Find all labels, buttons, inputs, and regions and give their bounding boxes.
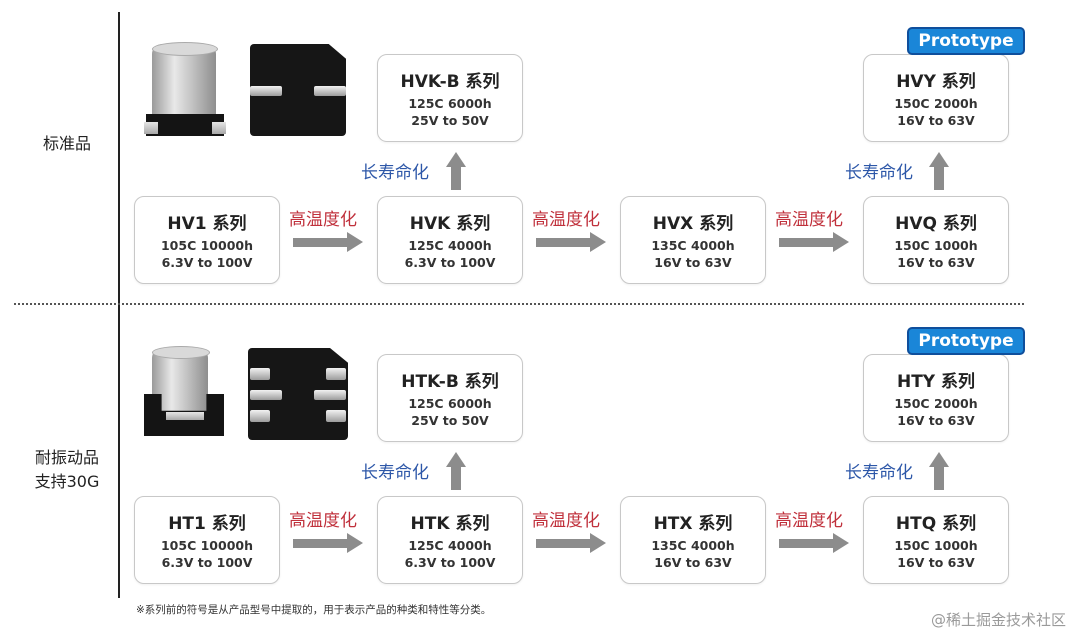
watermark: @稀土掘金技术社区	[930, 611, 1066, 629]
row-label-vibration: 耐振动品 支持30G	[22, 446, 112, 494]
up-arrow-icon	[446, 452, 466, 490]
long-life-label: 长寿命化	[361, 163, 429, 183]
series-spec-voltage: 16V to 63V	[897, 113, 975, 128]
series-spec-temp: 125C 4000h	[408, 238, 492, 253]
series-box-ht1: HT1 系列 105C 10000h 6.3V to 100V	[134, 496, 280, 584]
series-spec-temp: 105C 10000h	[160, 538, 253, 553]
series-spec-voltage: 16V to 63V	[897, 413, 975, 428]
up-arrow-icon	[929, 152, 949, 190]
right-arrow-icon	[779, 533, 851, 553]
series-spec-voltage: 6.3V to 100V	[404, 555, 496, 570]
series-spec-voltage: 16V to 63V	[654, 255, 732, 270]
right-arrow-icon	[779, 232, 851, 252]
series-box-htk-b: HTK-B 系列 125C 6000h 25V to 50V	[377, 354, 523, 442]
series-box-htk: HTK 系列 125C 4000h 6.3V to 100V	[377, 496, 523, 584]
series-name: HT1 系列	[168, 514, 246, 534]
series-spec-temp: 135C 4000h	[651, 538, 735, 553]
series-name: HVY 系列	[896, 72, 976, 92]
series-box-hvq: HVQ 系列 150C 1000h 16V to 63V	[863, 196, 1009, 284]
series-spec-temp: 125C 6000h	[408, 396, 492, 411]
series-box-htx: HTX 系列 135C 4000h 16V to 63V	[620, 496, 766, 584]
row-divider	[14, 303, 1024, 305]
high-temp-label: 高温度化	[289, 210, 357, 230]
series-box-hvy: HVY 系列 150C 2000h 16V to 63V	[863, 54, 1009, 142]
series-spec-temp: 150C 2000h	[894, 396, 978, 411]
series-spec-temp: 125C 6000h	[408, 96, 492, 111]
long-life-label: 长寿命化	[845, 463, 913, 483]
series-box-hvx: HVX 系列 135C 4000h 16V to 63V	[620, 196, 766, 284]
series-name: HTK-B 系列	[401, 372, 499, 392]
series-name: HTX 系列	[653, 514, 733, 534]
series-spec-temp: 150C 1000h	[894, 238, 978, 253]
series-spec-voltage: 25V to 50V	[411, 113, 489, 128]
up-arrow-icon	[929, 452, 949, 490]
right-arrow-icon	[293, 232, 365, 252]
series-spec-voltage: 16V to 63V	[897, 555, 975, 570]
high-temp-label: 高温度化	[775, 210, 843, 230]
up-arrow-icon	[446, 152, 466, 190]
series-name: HTK 系列	[410, 514, 490, 534]
series-name: HTQ 系列	[895, 514, 977, 534]
series-name: HVK 系列	[409, 214, 491, 234]
footnote: ※系列前的符号是从产品型号中提取的，用于表示产品的种类和特性等分类。	[136, 604, 492, 616]
series-name: HTY 系列	[896, 372, 976, 392]
vertical-divider	[118, 12, 120, 598]
series-name: HVX 系列	[652, 214, 734, 234]
high-temp-label: 高温度化	[532, 210, 600, 230]
series-spec-voltage: 6.3V to 100V	[161, 255, 253, 270]
capacitor-vibration-bottom-image	[248, 348, 348, 440]
right-arrow-icon	[293, 533, 365, 553]
series-name: HVK-B 系列	[400, 72, 500, 92]
series-spec-temp: 150C 2000h	[894, 96, 978, 111]
series-name: HV1 系列	[167, 214, 247, 234]
series-box-hv1: HV1 系列 105C 10000h 6.3V to 100V	[134, 196, 280, 284]
series-spec-voltage: 16V to 63V	[897, 255, 975, 270]
series-spec-temp: 150C 1000h	[894, 538, 978, 553]
prototype-badge-hvy: Prototype	[907, 27, 1025, 55]
capacitor-standard-bottom-image	[250, 44, 346, 136]
series-spec-temp: 105C 10000h	[160, 238, 253, 253]
row-label-standard: 标准品	[42, 134, 91, 153]
capacitor-standard-side-image	[144, 42, 234, 138]
high-temp-label: 高温度化	[775, 511, 843, 531]
right-arrow-icon	[536, 533, 608, 553]
high-temp-label: 高温度化	[532, 511, 600, 531]
row-label-vibration-line1: 耐振动品	[34, 448, 99, 467]
series-box-hty: HTY 系列 150C 2000h 16V to 63V	[863, 354, 1009, 442]
series-spec-voltage: 25V to 50V	[411, 413, 489, 428]
capacitor-vibration-side-image	[144, 346, 234, 440]
high-temp-label: 高温度化	[289, 511, 357, 531]
series-spec-voltage: 16V to 63V	[654, 555, 732, 570]
series-spec-temp: 135C 4000h	[651, 238, 735, 253]
prototype-badge-hty: Prototype	[907, 327, 1025, 355]
series-box-htq: HTQ 系列 150C 1000h 16V to 63V	[863, 496, 1009, 584]
right-arrow-icon	[536, 232, 608, 252]
series-spec-voltage: 6.3V to 100V	[161, 555, 253, 570]
series-spec-voltage: 6.3V to 100V	[404, 255, 496, 270]
long-life-label: 长寿命化	[845, 163, 913, 183]
series-name: HVQ 系列	[895, 214, 977, 234]
series-box-hvk: HVK 系列 125C 4000h 6.3V to 100V	[377, 196, 523, 284]
row-label-vibration-line2: 支持30G	[34, 472, 100, 491]
long-life-label: 长寿命化	[361, 463, 429, 483]
series-box-hvk-b: HVK-B 系列 125C 6000h 25V to 50V	[377, 54, 523, 142]
series-spec-temp: 125C 4000h	[408, 538, 492, 553]
